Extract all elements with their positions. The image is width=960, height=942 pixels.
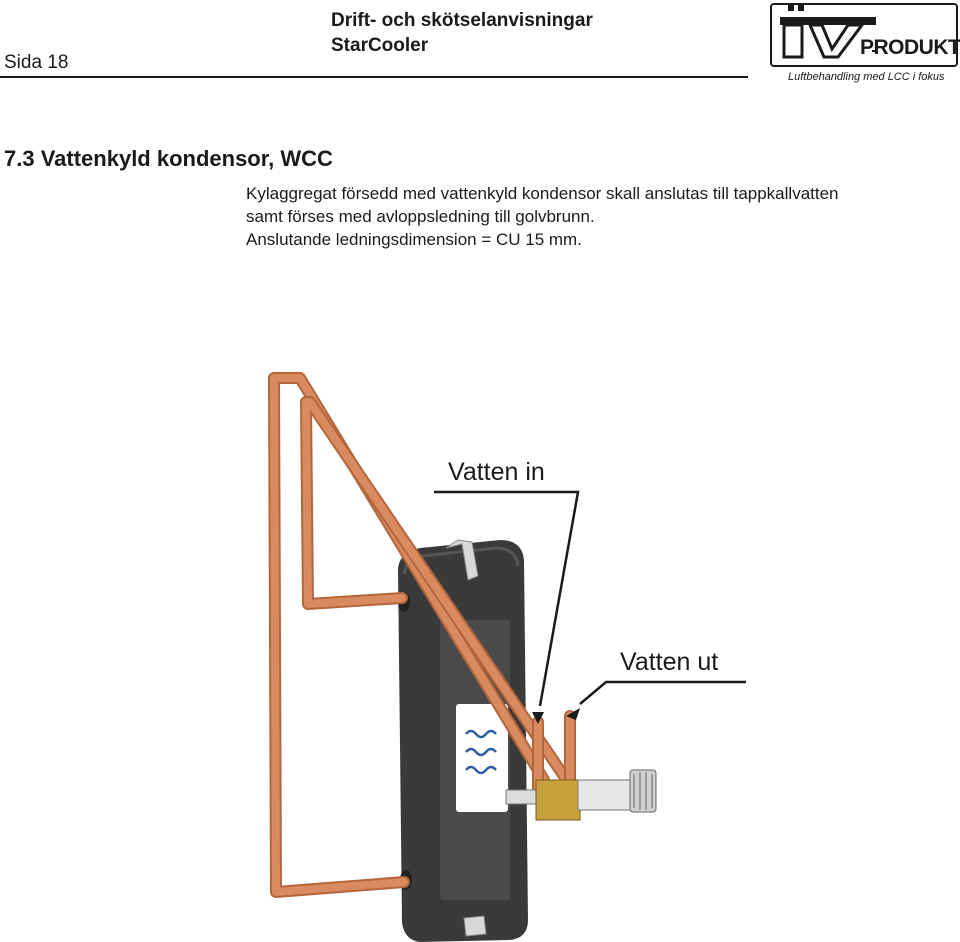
paragraph-line: samt förses med avloppsledning till golv…: [246, 207, 595, 226]
page-number: Sida 18: [4, 52, 69, 73]
paragraph-line: Anslutande ledningsdimension = CU 15 mm.: [246, 230, 582, 249]
section-paragraph: Kylaggregat försedd med vattenkyld konde…: [246, 182, 839, 251]
condenser-housing: [398, 539, 528, 942]
section-heading: 7.3 Vattenkyld kondensor, WCC: [4, 146, 333, 171]
header-rule: [0, 76, 748, 78]
iv-wordmark-icon: [780, 5, 876, 59]
paragraph-line: Kylaggregat försedd med vattenkyld konde…: [246, 184, 839, 203]
label-water-in: Vatten in: [448, 458, 545, 486]
water-out-arrowhead: [566, 708, 580, 720]
water-in-arrowhead: [532, 712, 544, 724]
label-water-out: Vatten ut: [620, 648, 719, 676]
document-title-line2: StarCooler: [331, 35, 429, 56]
document-title: Drift- och skötselanvisningar StarCooler: [331, 8, 593, 58]
company-logo: [770, 3, 958, 67]
callout-lines: [434, 490, 746, 707]
copper-pipes: [268, 372, 576, 898]
logo-product-text: PRODUKT: [860, 36, 960, 59]
logo-tagline: Luftbehandling med LCC i fokus: [788, 71, 945, 83]
document-title-line1: Drift- och skötselanvisningar: [331, 10, 593, 31]
valve-assembly: [505, 769, 657, 821]
